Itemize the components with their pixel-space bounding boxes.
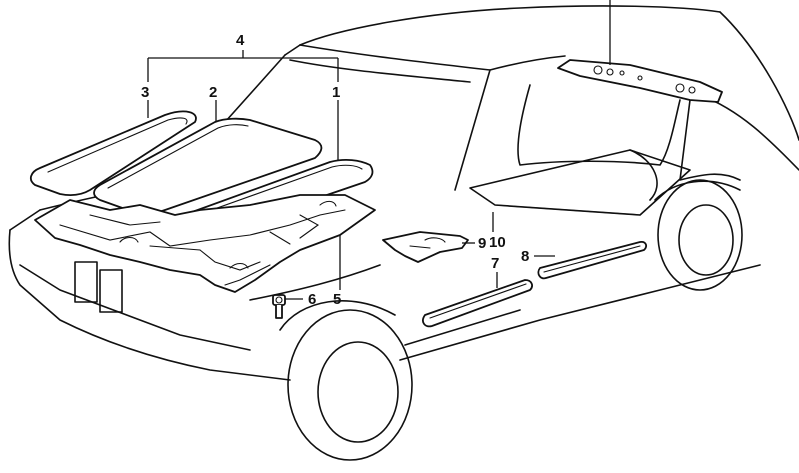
part-5-bulkhead-insulation[interactable] — [34, 194, 376, 293]
callout-8: 8 — [521, 248, 529, 265]
callout-9: 9 — [478, 235, 486, 252]
part-7-sill-strip[interactable] — [422, 279, 533, 328]
car-body-outline — [8, 5, 799, 461]
leader-lines — [147, 0, 611, 300]
callout-10: 10 — [489, 234, 506, 251]
callout-1: 1 — [332, 84, 340, 101]
callout-3: 3 — [141, 84, 149, 101]
callout-2: 2 — [209, 84, 217, 101]
rear-parcel-shelf[interactable] — [557, 59, 723, 103]
callout-6: 6 — [308, 291, 316, 308]
part-3-insulation-panel[interactable] — [29, 110, 197, 197]
callout-labels: 4 3 2 1 5 6 9 10 7 8 — [141, 32, 529, 308]
part-2-insulation-panel[interactable] — [93, 117, 323, 214]
part-8-sill-strip[interactable] — [537, 240, 647, 280]
callout-4: 4 — [236, 32, 245, 49]
part-6-clip[interactable] — [272, 294, 286, 319]
part-9-floor-insulation[interactable] — [382, 231, 469, 263]
callout-7: 7 — [491, 255, 499, 272]
part-10-floor-mat[interactable] — [494, 169, 691, 216]
callout-5: 5 — [333, 291, 341, 308]
